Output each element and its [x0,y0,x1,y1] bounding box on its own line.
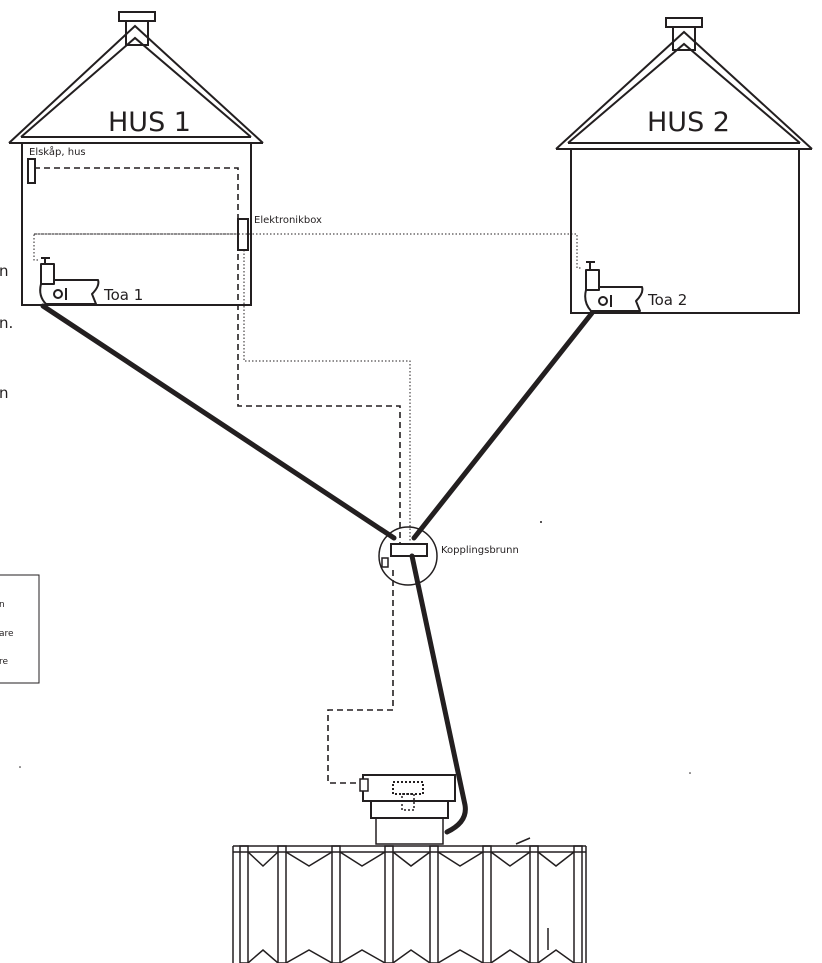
margin-fragment-3: n [0,384,9,402]
kopplingsbrunn-sensor [381,557,389,568]
elskap-box [27,158,36,184]
margin-fragment-1: n [0,262,9,280]
signal-line-toa1 [33,233,582,269]
sewer-pipes [40,303,595,835]
house-2-title: HUS 2 [647,107,730,138]
tank-ribs [239,845,583,963]
toa-2-label: Toa 2 [647,291,687,309]
toilet-1-icon [39,257,100,305]
house-2: HUS 2 [555,17,813,314]
tank-pump-housing [362,774,456,802]
toilet-2-icon [584,261,644,312]
tank-neck [375,817,444,845]
kopplingsbrunn-label: Kopplingsbrunn [441,545,519,556]
elektronikbox-label: Elektronikbox [254,215,322,226]
power-line-to-tank [327,570,394,784]
house-1: HUS 1 [8,11,264,306]
pipe-toa1 [40,303,397,541]
house-2-chimney [665,17,703,51]
pipe-toa2 [411,310,595,541]
kopplingsbrunn-junction [390,543,428,557]
power-lines [34,167,401,784]
legend-item-1: n [0,600,5,610]
toa-1-label: Toa 1 [103,286,143,304]
power-line-elskap [34,167,401,544]
margin-fragment-2: n. [0,314,13,332]
pipe-to-tank [409,553,468,835]
legend-frame [0,574,40,684]
kopplingsbrunn: Kopplingsbrunn [378,526,519,586]
elskap-label: Elskåp, hus [29,145,86,158]
tank-braces [247,851,575,963]
house-1-title: HUS 1 [108,107,191,138]
legend-item-3: re [0,657,9,667]
house-1-wall [21,142,252,306]
legend: n are re [0,574,40,684]
stray-marks [19,521,691,774]
house-2-wall [570,148,800,314]
tank-pump-sensor [359,778,369,792]
elektronikbox-box [237,218,249,251]
signal-line-to-kopplingsbrunn [243,250,411,542]
tank-body [232,837,587,963]
signal-lines [33,233,582,542]
tank [232,774,587,963]
kopplingsbrunn-well [378,526,438,586]
legend-item-2: are [0,629,14,639]
left-margin-fragments: n n. n [0,262,13,402]
